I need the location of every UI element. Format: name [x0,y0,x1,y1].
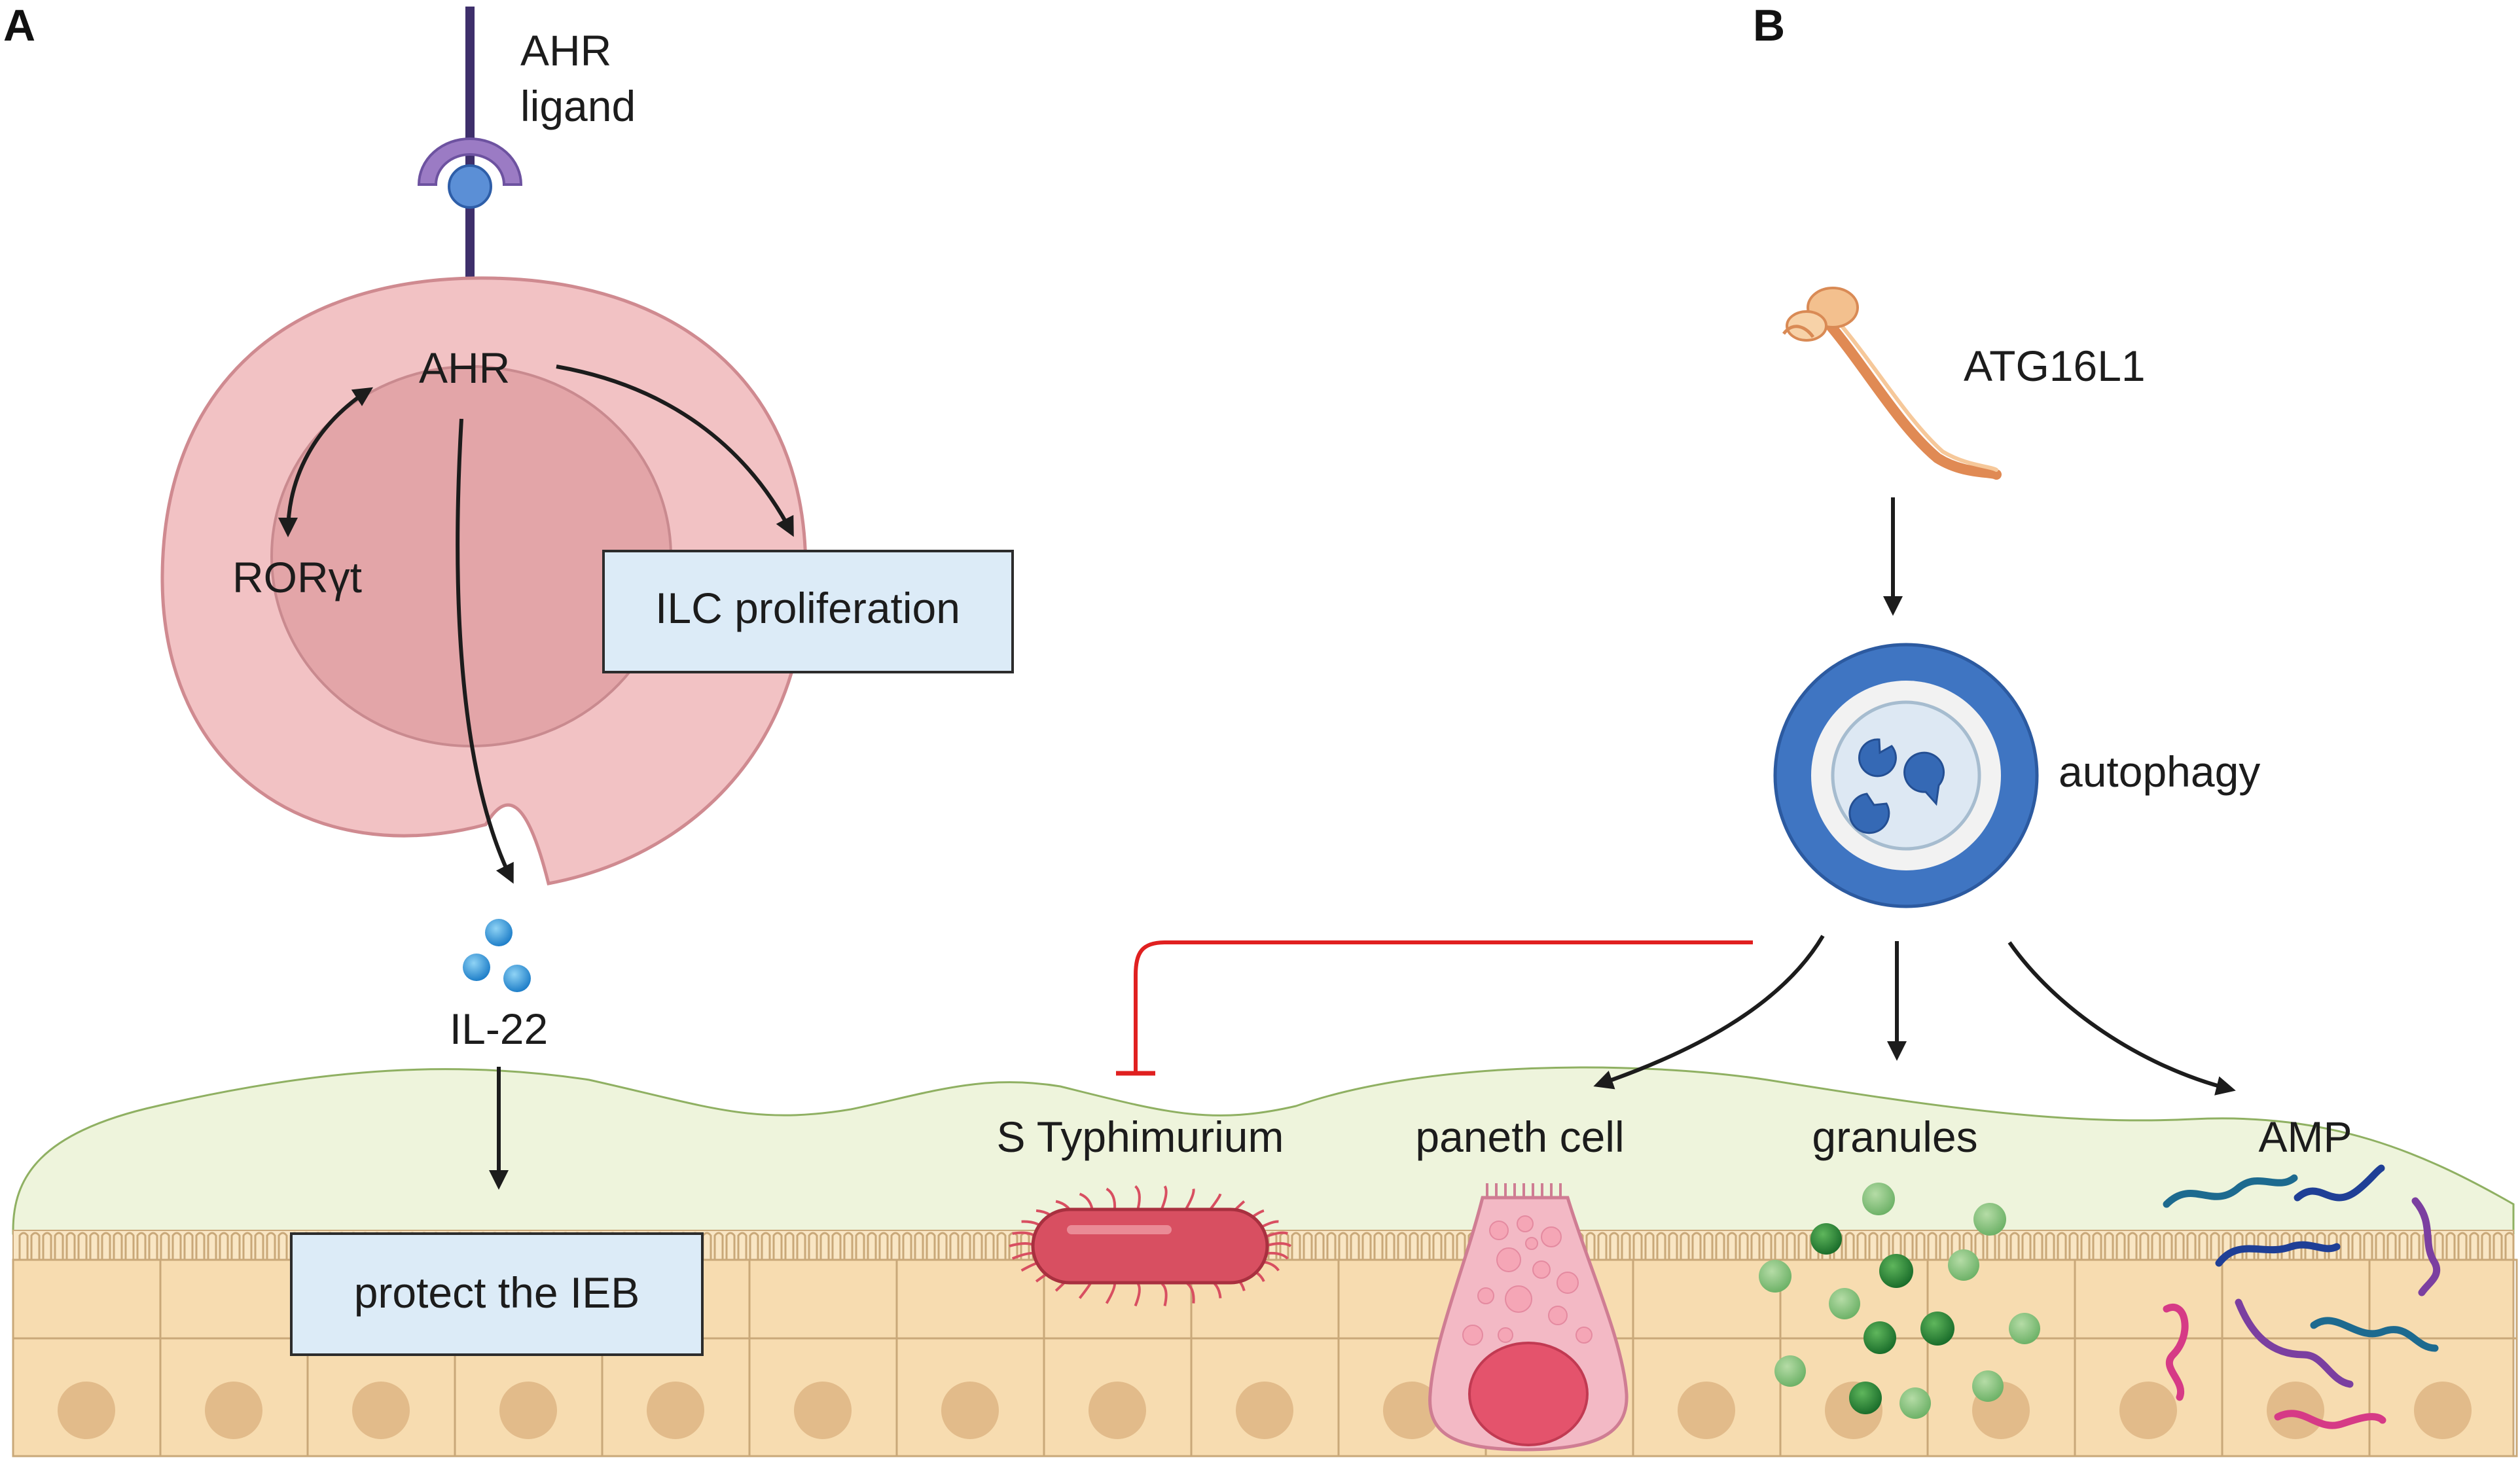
protect-ieb-text: protect the IEB [354,1268,640,1317]
panel-label-b: B [1753,1,1785,50]
cell-nucleus [794,1382,852,1439]
cell-nucleus [1383,1382,1441,1439]
cell-nucleus [205,1382,262,1439]
atg16l1-label: ATG16L1 [1964,342,2146,390]
autophagy-label: autophagy [2059,747,2260,796]
granules-label: granules [1812,1113,1977,1161]
ahr-ligand-label-line2: ligand [520,82,636,130]
salmonella-label: S Typhimurium [997,1113,1284,1161]
ilc-proliferation-box: ILC proliferation [602,550,1014,673]
autophagy-inhibits-salmonella-line [1134,940,1753,1072]
cell-nucleus [499,1382,557,1439]
autophagy-to-amp-arrow [2007,941,2236,1096]
epithelial-cell [2368,1259,2518,1457]
ahr-label: AHR [419,344,510,392]
antimicrobial-peptides-icon [2163,1164,2440,1429]
ahr-to-il22-arrow [456,418,514,884]
autophagosome-icon [1773,643,2039,908]
salmonella-bacterium-icon [1009,1185,1292,1307]
autophagy-to-paneth-arrow [1593,935,1825,1090]
ahr-ligand-label-line1: AHR [520,26,611,75]
cell-nucleus [941,1382,999,1439]
cell-nucleus [1678,1382,1735,1439]
panel-label-a: A [3,1,35,50]
cell-nucleus [352,1382,410,1439]
ligand-ball-icon [448,164,492,209]
receptor-cup-icon [417,137,523,186]
rorgt-label: RORγt [232,553,362,601]
paneth-cell-icon [1428,1183,1629,1452]
ilc-proliferation-text: ILC proliferation [655,584,960,632]
atg16l1-protein-icon [1782,287,2002,480]
cell-nucleus [58,1382,115,1439]
ahr-rorgt-bidirectional-arrow [278,387,374,537]
cell-nucleus [1236,1382,1293,1439]
intestinal-epithelium [12,1066,2518,1457]
secretory-granules-icon [1759,1183,2040,1419]
cell-nucleus [1089,1382,1146,1439]
cell-nucleus [647,1382,704,1439]
ahr-to-ilc-arrow [556,365,794,537]
il22-molecules-icon [463,919,531,992]
cell-nucleus [2119,1382,2177,1439]
cell-nucleus [2414,1382,2472,1439]
amp-label: AMP [2258,1113,2352,1161]
protect-ieb-box: protect the IEB [290,1232,704,1356]
il22-label: IL-22 [450,1005,548,1053]
ahr-receptor [417,7,523,324]
paneth-cell-label: paneth cell [1415,1113,1624,1161]
